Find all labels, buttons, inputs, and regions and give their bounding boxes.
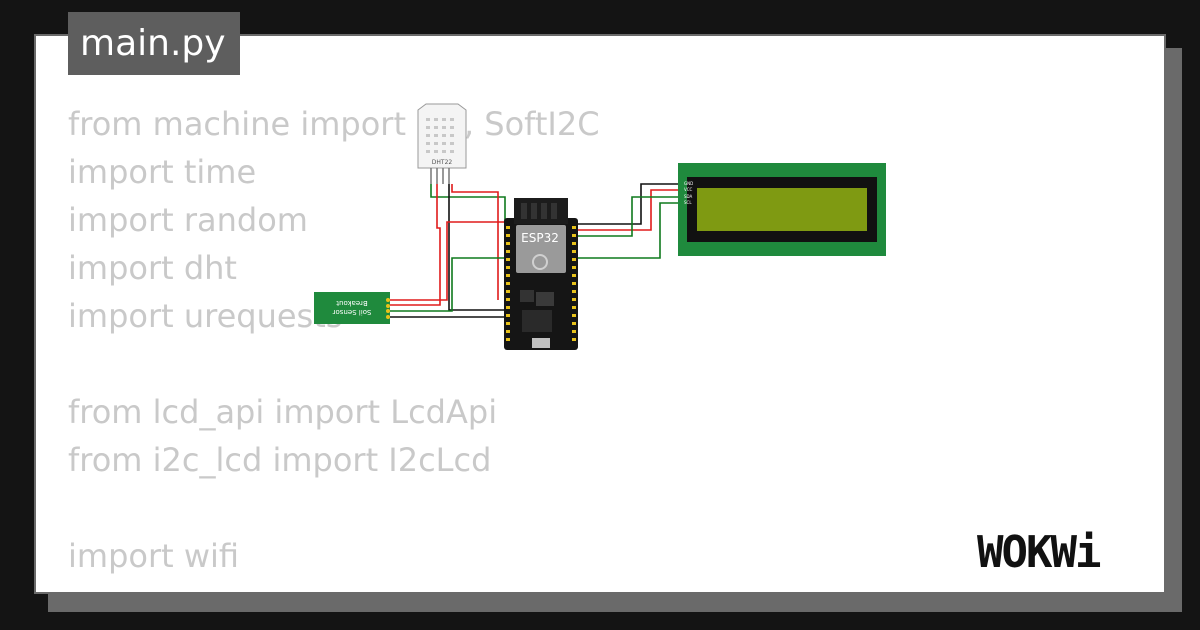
wires (390, 183, 680, 318)
code-line: from i2c_lcd import I2cLcd (68, 441, 492, 479)
esp-label: ESP32 (521, 231, 559, 245)
dht22-sensor[interactable]: DHT22 (417, 103, 467, 184)
code-line: import dht (68, 249, 237, 287)
soil-label-1: Soil Sensor (332, 308, 371, 316)
code-line: import wifi (68, 537, 240, 575)
code-line: import random (68, 201, 308, 239)
esp32-board[interactable]: ESP32 (504, 198, 578, 350)
code-line: import time (68, 153, 257, 191)
lcd-pin-scl: SCL (684, 200, 692, 205)
code-listing: from machine import Pin, SoftI2C import … (68, 100, 600, 580)
lcd-pin-vcc: VCC (684, 187, 693, 192)
dht-label: DHT22 (432, 159, 453, 166)
soil-label-2: Breakout (336, 299, 368, 307)
logo-text: WOKWi (977, 527, 1101, 577)
esp-pins (506, 226, 576, 341)
lcd-pin-gnd: GND (684, 181, 693, 186)
soil-sensor-breakout[interactable]: Soil Sensor Breakout (314, 292, 390, 324)
file-title-tab: main.py (68, 12, 240, 75)
wokwi-logo: WOKWi (977, 527, 1103, 577)
preview-card (34, 34, 1166, 594)
code-line: from lcd_api import LcdApi (68, 393, 498, 431)
lcd-display[interactable]: GND VCC SDA SCL (678, 163, 886, 256)
lcd-pin-sda: SDA (684, 194, 693, 199)
